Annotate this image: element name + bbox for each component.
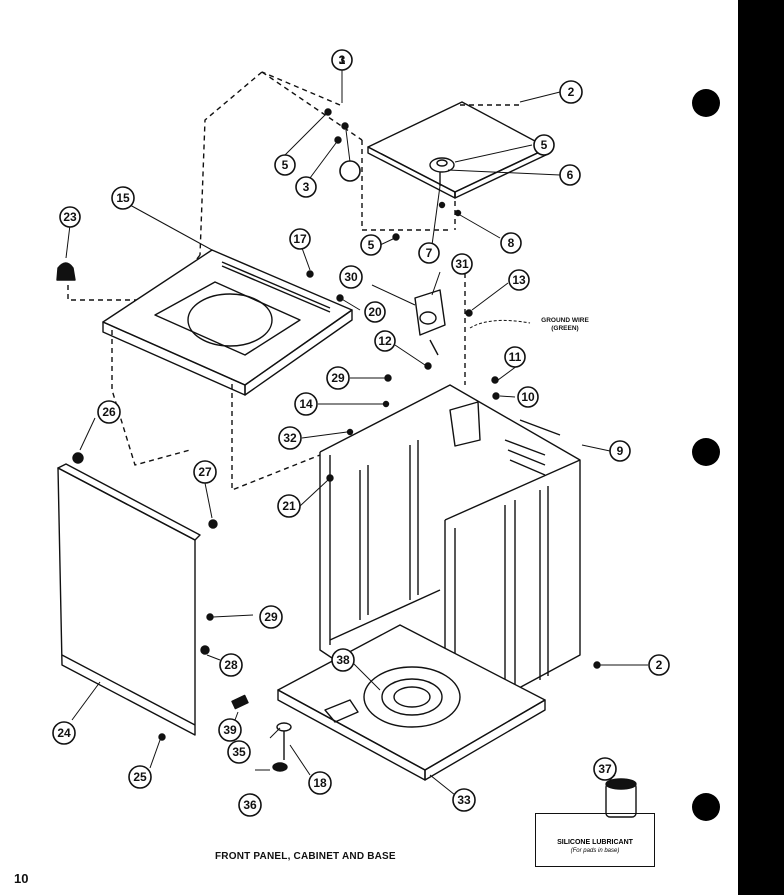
scan-edge-bar xyxy=(738,0,784,895)
callout-number: 36 xyxy=(243,798,257,812)
callout-number: 8 xyxy=(508,236,515,250)
ground-wire-label: GROUND WIRE (GREEN) xyxy=(525,317,605,332)
front-panel-part xyxy=(57,463,201,736)
callout-number: 24 xyxy=(57,726,71,740)
callout-circles xyxy=(52,49,670,817)
callout-number: 31 xyxy=(455,257,469,271)
lubricant-subtitle: (For pads in base) xyxy=(570,848,620,854)
top-cover-part xyxy=(367,101,549,199)
callout-number: 5 xyxy=(368,238,375,252)
callout-number: 33 xyxy=(457,793,471,807)
callout-number: 29 xyxy=(264,610,278,624)
callout-number: 30 xyxy=(344,270,358,284)
callout-number: 26 xyxy=(102,405,116,419)
callout-number: 20 xyxy=(368,305,382,319)
callout-number: 9 xyxy=(617,444,624,458)
callout-number: 25 xyxy=(133,770,147,784)
motor-bracket-part xyxy=(414,289,446,356)
page-number: 10 xyxy=(14,871,29,886)
callout-number: 3 xyxy=(303,180,310,194)
callout-number: 18 xyxy=(313,776,327,790)
binder-hole xyxy=(692,438,720,466)
main-top-part xyxy=(102,249,353,396)
callout-number: 17 xyxy=(293,232,307,246)
callout-number: 2 xyxy=(656,658,663,672)
callout-number: 12 xyxy=(378,334,392,348)
lubricant-title: SILICONE LUBRICANT xyxy=(557,839,633,846)
small-hardware xyxy=(56,108,637,818)
callout-number: 28 xyxy=(224,658,238,672)
callout-number: 14 xyxy=(299,397,313,411)
callout-number: 32 xyxy=(283,431,297,445)
callout-number: 3 xyxy=(339,53,346,67)
callout-number: 6 xyxy=(567,168,574,182)
ground-wire-line-2: (GREEN) xyxy=(551,324,579,332)
callout-number: 5 xyxy=(541,138,548,152)
callout-number: 10 xyxy=(521,390,535,404)
callout-number: 35 xyxy=(232,745,246,759)
callout-number: 23 xyxy=(63,210,77,224)
callout-number: 27 xyxy=(198,465,212,479)
callout-number: 1 xyxy=(339,53,346,67)
callout-labels: 1223355567891011121314151718202123242526… xyxy=(57,53,662,812)
callout-number: 29 xyxy=(331,371,345,385)
callout-number: 11 xyxy=(509,350,522,364)
ground-wire-line-1: GROUND WIRE xyxy=(541,317,589,324)
figure-caption: FRONT PANEL, CABINET AND BASE xyxy=(215,851,396,862)
callout-number: 2 xyxy=(568,85,575,99)
callout-number: 39 xyxy=(223,723,237,737)
binder-hole xyxy=(692,793,720,821)
callout-number: 13 xyxy=(512,273,526,287)
callout-number: 7 xyxy=(426,246,433,260)
callout-number: 15 xyxy=(116,191,130,205)
lubricant-note-box: SILICONE LUBRICANT (For pads in base) xyxy=(535,813,655,867)
callout-number: 5 xyxy=(282,158,289,172)
callout-number: 21 xyxy=(282,499,296,513)
callout-number: 37 xyxy=(598,762,612,776)
binder-hole xyxy=(692,89,720,117)
callout-number: 38 xyxy=(336,653,350,667)
